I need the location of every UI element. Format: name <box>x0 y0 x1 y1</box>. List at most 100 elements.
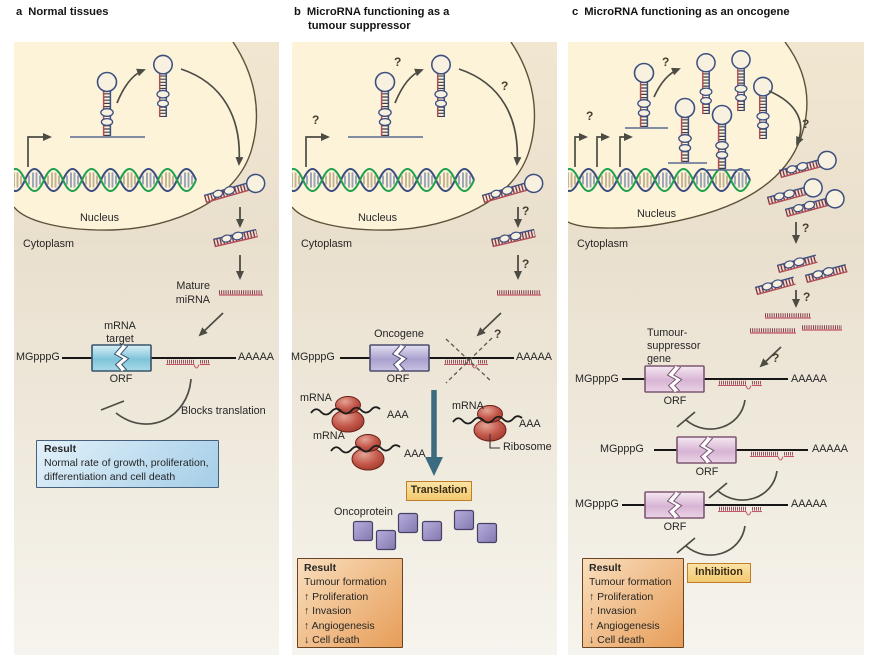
mirna-duplex-icon <box>491 228 536 248</box>
aaa-label-3: AAA <box>519 418 541 430</box>
result-b-line5: ↓ Cell death <box>304 634 360 647</box>
question-mark: ? <box>494 327 502 341</box>
oncoprotein-icon <box>476 522 498 544</box>
panel-b-title: b MicroRNA functioning as a tumour suppre… <box>294 6 449 33</box>
oncoprotein-icon <box>397 512 419 534</box>
question-mark: ? <box>802 117 810 131</box>
polya-label-a: AAAAA <box>238 351 275 363</box>
panel-b-title-line2: tumour suppressor <box>308 19 411 32</box>
result-c-line1: Tumour formation <box>589 576 672 589</box>
mirna-hairpin-icon <box>633 62 655 127</box>
question-mark: ? <box>394 55 402 69</box>
question-mark: ? <box>522 204 530 218</box>
question-mark: ? <box>501 79 509 93</box>
oncoprotein-label: Oncoprotein <box>334 506 393 518</box>
result-a-title: Result <box>44 443 77 455</box>
cap-label-c1: MGpppG <box>575 373 619 385</box>
mirna-bound-icon <box>444 359 488 369</box>
cytoplasm-label-c: Cytoplasm <box>577 238 629 250</box>
mrna-label-3: mRNA <box>452 400 484 412</box>
mirna-duplex-icon <box>213 228 258 248</box>
mature-mirna-line2: miRNA <box>175 293 210 306</box>
panel-b-title-line1: MicroRNA functioning as a <box>306 6 450 18</box>
cytoplasm-label-b: Cytoplasm <box>301 238 353 250</box>
cap-label-c2: MGpppG <box>600 443 644 455</box>
mature-mirna-icon <box>750 328 796 334</box>
orf-label-c2: ORF <box>695 466 719 478</box>
mirna-hairpin-icon <box>731 49 751 112</box>
result-c-line3: ↑ Invasion <box>589 605 637 618</box>
mirna-bound-icon <box>166 359 210 369</box>
panel-a-letter: a <box>16 6 23 18</box>
mirna-bound-icon <box>750 451 794 461</box>
mature-mirna-icon <box>497 290 541 296</box>
result-box-suppressor: Result Tumour formation ↑ Proliferation … <box>297 558 403 648</box>
translation-tag: Translation <box>406 481 472 501</box>
mirna-bound-icon <box>718 506 762 516</box>
tsg-line1: Tumour- <box>647 327 688 339</box>
polya-label-c2: AAAAA <box>812 443 849 455</box>
nucleus-membrane <box>568 42 808 229</box>
nucleus-membrane <box>292 42 536 231</box>
mirna-duplex-icon <box>804 263 848 284</box>
pre-mirna-duplex-icon <box>481 173 544 204</box>
result-b-title: Result <box>304 562 337 574</box>
question-mark: ? <box>803 290 811 304</box>
mirna-hairpin-icon <box>711 104 733 169</box>
cap-label-b: MGpppG <box>291 351 335 363</box>
blocks-translation-label: Blocks translation <box>181 405 266 417</box>
mirna-hairpin-icon <box>96 71 118 136</box>
mrna-label-2: mRNA <box>313 430 345 442</box>
dna-helix <box>14 167 197 193</box>
result-c-line5: ↓ Cell death <box>589 634 645 647</box>
panel-b <box>292 42 557 655</box>
aaa-label-2: AAA <box>404 448 426 460</box>
question-mark: ? <box>662 55 670 69</box>
mrna-target-line1: mRNA <box>104 320 136 332</box>
orf-label-c3: ORF <box>663 521 687 533</box>
cap-label-a: MGpppG <box>16 351 60 363</box>
ribosome-icon <box>310 396 381 433</box>
dna-helix <box>292 167 475 193</box>
mirna-hairpin-icon <box>753 76 773 140</box>
question-mark: ? <box>312 113 320 127</box>
mature-mirna-line1: Mature <box>176 280 210 292</box>
pre-mirna-duplex-icon <box>778 150 837 179</box>
tsg-line2: suppressor <box>647 340 701 352</box>
mirna-hairpin-icon <box>431 54 451 118</box>
question-mark: ? <box>522 257 530 271</box>
panel-a <box>14 42 279 655</box>
result-c-line2: ↑ Proliferation <box>589 590 654 603</box>
nucleus-label-b: Nucleus <box>358 212 398 224</box>
result-c-title: Result <box>589 562 622 574</box>
mirna-hairpin-icon <box>696 52 716 115</box>
pre-mirna-duplex-icon <box>766 178 823 206</box>
mirna-hairpin-icon <box>153 54 173 118</box>
orf-label-c1: ORF <box>663 395 687 407</box>
question-mark: ? <box>586 109 594 123</box>
orf-label-a: ORF <box>109 373 133 385</box>
result-a-line1: Normal rate of growth, proliferation, <box>44 456 209 469</box>
cytoplasm-label-a: Cytoplasm <box>23 238 75 250</box>
cap-label-c3: MGpppG <box>575 498 619 510</box>
polya-label-b: AAAAA <box>516 351 553 363</box>
pre-mirna-duplex-icon <box>784 189 845 218</box>
panel-c <box>568 42 864 655</box>
mirna-hairpin-icon <box>674 97 696 162</box>
question-mark: ? <box>772 351 780 365</box>
mrna-target-label: mRNA target <box>90 320 150 346</box>
polya-label-c3: AAAAA <box>791 498 828 510</box>
mature-mirna-label: Mature miRNA <box>146 280 210 307</box>
mirna-duplex-icon <box>754 276 796 296</box>
result-a-line2: differentiation and cell death <box>44 470 176 483</box>
pre-mirna-duplex-icon <box>203 173 266 204</box>
panel-b-letter: b <box>294 6 301 18</box>
orf-label-b: ORF <box>386 373 410 385</box>
oncogene-label: Oncogene <box>374 328 424 340</box>
result-b-line1: Tumour formation <box>304 576 387 589</box>
mature-mirna-icon <box>765 313 811 319</box>
tsg-line3: gene <box>647 353 672 365</box>
oncoprotein-icon <box>453 509 475 531</box>
